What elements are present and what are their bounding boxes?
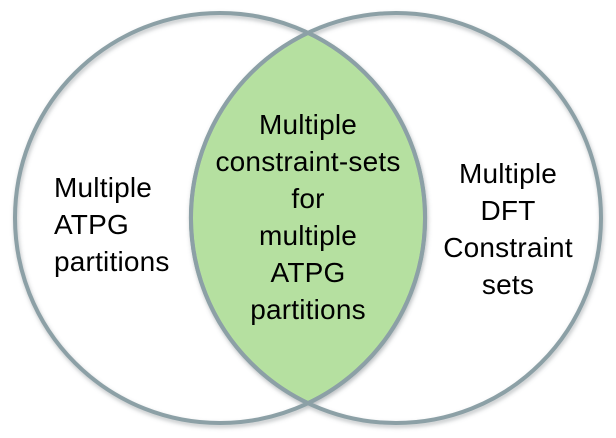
intersection-label-line: partitions: [250, 294, 366, 325]
intersection-label-line: Multiple: [258, 109, 358, 140]
left-set-label-line: ATPG: [54, 209, 129, 240]
intersection-label-line: constraint-sets: [215, 146, 401, 177]
right-set-label: Multiple DFT Constraint sets: [427, 155, 589, 303]
right-set-label-line: DFT: [480, 195, 536, 226]
left-set-label-line: Multiple: [54, 172, 153, 203]
left-set-label-line: partitions: [54, 246, 170, 277]
left-set-label: Multiple ATPG partitions: [54, 169, 170, 280]
intersection-label-line: ATPG: [270, 257, 346, 288]
venn-circle-group: [13, 11, 603, 425]
intersection-label-line: for: [291, 183, 325, 214]
intersection-label: Multiple constraint-sets for multiple AT…: [198, 106, 418, 328]
right-set-label-line: sets: [481, 269, 535, 300]
right-set-label-line: Multiple: [458, 158, 558, 189]
intersection-label-line: multiple: [258, 220, 358, 251]
left-circle: [13, 11, 427, 425]
right-set-label-line: Constraint: [443, 232, 573, 263]
right-circle: [189, 11, 603, 425]
